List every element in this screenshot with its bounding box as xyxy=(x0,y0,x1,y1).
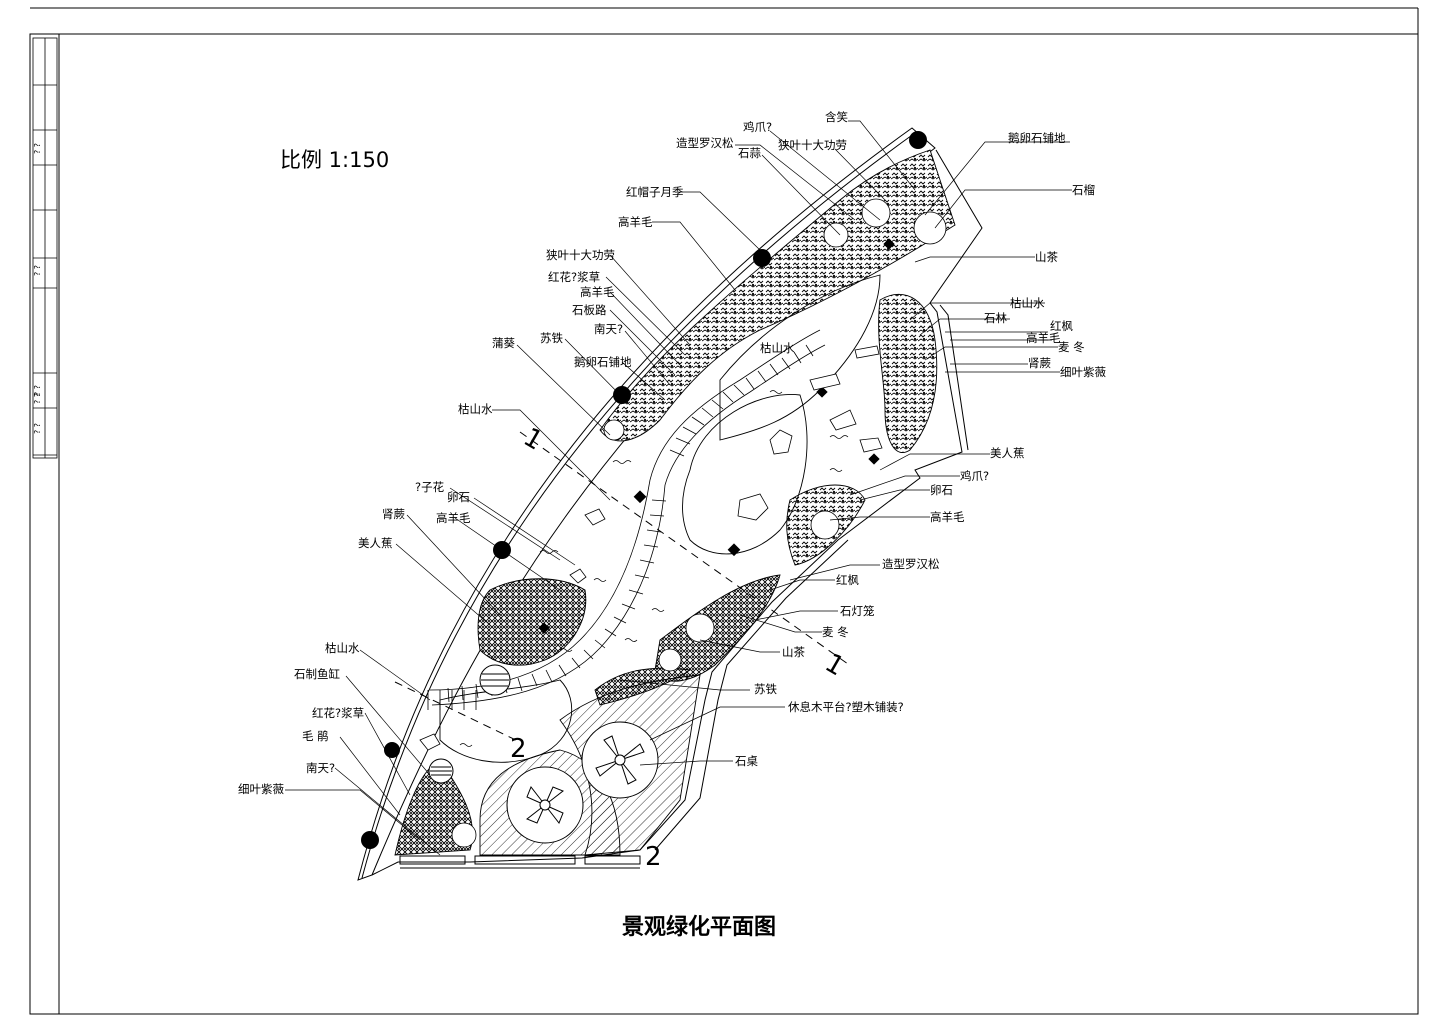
label-ophiopogon: 麦 冬 xyxy=(1058,340,1085,354)
tree-marker xyxy=(613,386,631,404)
label-oxalis: 红花?浆草 xyxy=(548,270,600,284)
label-cycad: 苏铁 xyxy=(754,682,777,696)
drawing-title: 景观绿化平面图 xyxy=(622,914,776,940)
label-crape-myrtle: 细叶紫薇 xyxy=(238,782,284,796)
label-tall-fescue: 高羊毛 xyxy=(580,285,615,299)
label-fern: 肾蕨 xyxy=(1028,356,1051,370)
label-cycad: 苏铁 xyxy=(540,331,563,345)
section-mark: 2 xyxy=(645,842,662,872)
label-tall-fescue: 高羊毛 xyxy=(436,511,471,525)
site-boundary xyxy=(357,127,983,881)
east-planting-bed xyxy=(878,294,938,453)
west-planting-bed xyxy=(477,578,587,666)
stone-tables xyxy=(506,721,659,844)
label-nandina: 南天? xyxy=(594,322,623,336)
label-stone-path: 石板路 xyxy=(572,303,607,317)
title-block xyxy=(32,37,58,459)
label-rose: 红帽子月季 xyxy=(626,185,684,199)
plant-labels: 含笑 鸡爪? 造型罗汉松 狭叶十大功劳 石蒜 鹅卵石铺地 石榴 红帽子月季 山茶… xyxy=(238,110,1106,796)
label-tall-fescue: 高羊毛 xyxy=(1026,331,1061,345)
label-luohansong: 造型罗汉松 xyxy=(882,557,940,571)
sheet-frame xyxy=(29,7,1419,1015)
label-gardenia: ?子花 xyxy=(415,480,445,494)
title-block-mark: ? ? xyxy=(33,385,42,396)
section-mark: 1 xyxy=(518,422,547,456)
label-tall-fescue: 高羊毛 xyxy=(618,215,653,229)
label-jizhua: 鸡爪? xyxy=(960,469,989,483)
label-pebble-paving: 鹅卵石铺地 xyxy=(1008,131,1066,145)
tree-marker xyxy=(909,131,927,149)
title-block-mark: ? ? xyxy=(33,143,42,154)
scale-note: 比例 1:150 xyxy=(280,148,389,172)
label-nandina: 南天? xyxy=(306,761,335,775)
section-cut-2 xyxy=(394,681,521,743)
stepping-stone-path xyxy=(429,329,826,706)
label-azalea: 毛 鹃 xyxy=(302,729,329,743)
label-oxalis: 红花?浆草 xyxy=(312,706,364,720)
label-canna: 美人蕉 xyxy=(990,446,1025,460)
label-pebble: 卵石 xyxy=(447,490,470,504)
stone-fish-tank xyxy=(428,758,454,784)
label-fan-palm: 蒲葵 xyxy=(492,336,515,350)
label-fish-tank: 石制鱼缸 xyxy=(294,667,340,681)
title-block-mark: ? ? xyxy=(33,393,42,404)
label-fern: 肾蕨 xyxy=(382,507,405,521)
label-ophiopogon: 麦 冬 xyxy=(822,625,849,639)
title-block-mark: ? ? xyxy=(33,265,42,276)
label-red-maple: 红枫 xyxy=(836,573,859,587)
label-stone-table: 石桌 xyxy=(735,754,758,768)
label-dry-landscape: 枯山水 xyxy=(1010,296,1045,310)
title-block-marks: ? ? ? ? ? ? ? ? ? ? xyxy=(33,143,42,434)
shrub-circles xyxy=(451,198,947,848)
tree-marker xyxy=(384,742,400,758)
label-jizhua: 鸡爪? xyxy=(743,120,772,134)
label-dry-landscape: 枯山水 xyxy=(760,341,795,355)
label-shidagonglao: 狭叶十大功劳 xyxy=(546,248,615,262)
label-dry-landscape: 枯山水 xyxy=(325,641,360,655)
label-hanxiao: 含笑 xyxy=(825,110,848,124)
section-mark: 1 xyxy=(820,648,849,682)
label-pebble-paving: 鹅卵石铺地 xyxy=(574,355,632,369)
label-timber-deck: 休息木平台?塑木铺装? xyxy=(788,700,904,714)
rock-outlines xyxy=(419,345,883,751)
label-tall-fescue: 高羊毛 xyxy=(930,510,965,524)
water-ripples xyxy=(459,390,849,747)
label-shisuan: 石蒜 xyxy=(738,146,761,160)
label-shidagonglao: 狭叶十大功劳 xyxy=(778,138,847,152)
label-pebble: 卵石 xyxy=(930,483,953,497)
label-stone-lantern: 石灯笼 xyxy=(840,604,875,618)
label-crape-myrtle: 细叶紫薇 xyxy=(1060,365,1106,379)
label-camellia: 山茶 xyxy=(1035,250,1058,264)
label-stone-forest: 石林 xyxy=(984,311,1007,325)
label-luohansong: 造型罗汉松 xyxy=(676,136,734,150)
label-dry-landscape: 枯山水 xyxy=(458,402,493,416)
stone-basin xyxy=(479,664,511,696)
label-canna: 美人蕉 xyxy=(358,536,393,550)
tree-marker xyxy=(361,831,379,849)
section-cut-1 xyxy=(519,431,849,665)
label-camellia: 山茶 xyxy=(782,645,805,659)
title-block-mark: ? ? xyxy=(33,423,42,434)
label-pomegranate: 石榴 xyxy=(1072,183,1095,197)
section-mark: 2 xyxy=(510,734,527,764)
tree-marker xyxy=(753,249,771,267)
label-red-maple: 红枫 xyxy=(1050,319,1073,333)
leader-lines xyxy=(285,120,1072,856)
